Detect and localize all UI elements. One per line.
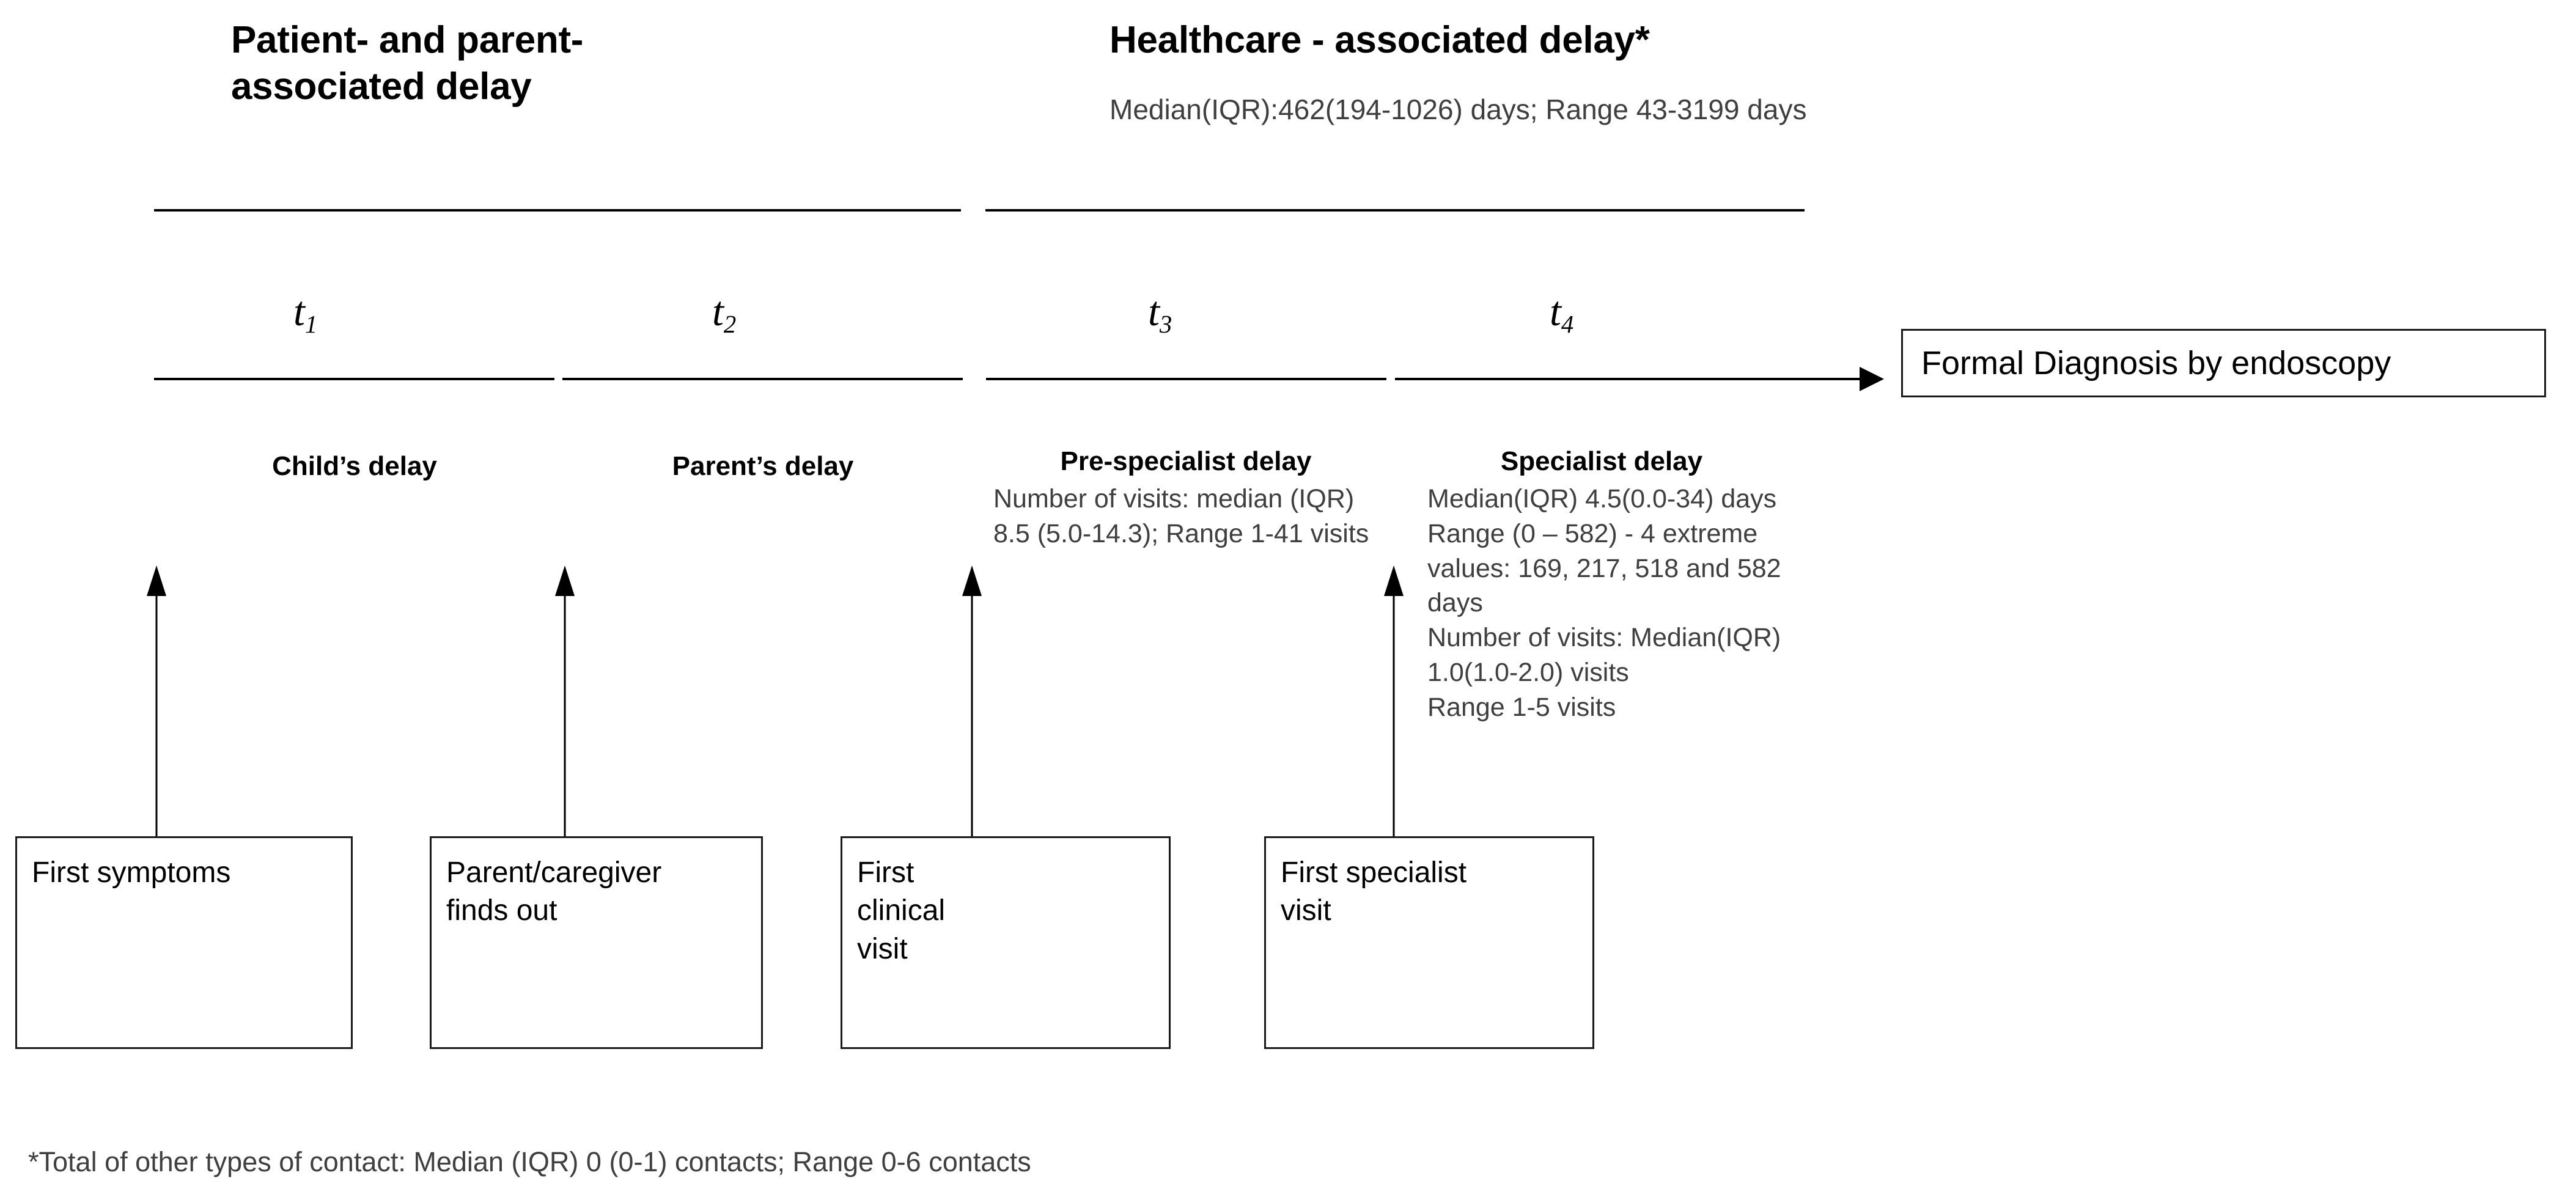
event-box-first-symptoms[interactable]: First symptoms: [15, 836, 353, 1049]
timeline-segment-t1: [154, 378, 554, 380]
event-box-first-specialist-visit[interactable]: First specialist visit: [1264, 836, 1594, 1049]
interval-subscript-t3: 3: [1159, 311, 1172, 339]
event-arrow-first-clinical-visit: [955, 565, 989, 837]
phase-title-patient-parent: Patient- and parent- associated delay: [231, 19, 584, 108]
event-box-parent-caregiver-finds-out[interactable]: Parent/caregiver finds out: [430, 836, 763, 1049]
up-arrow-icon: [147, 565, 166, 837]
phase-rule-patient: [154, 209, 961, 212]
interval-symbol-t2: t: [712, 288, 724, 334]
interval-symbol-t1: t: [293, 288, 305, 334]
interval-subscript-t2: 2: [723, 311, 737, 339]
up-arrow-icon: [1384, 565, 1404, 837]
event-arrow-first-specialist-visit: [1377, 565, 1411, 837]
event-box-label: First symptoms: [32, 856, 231, 889]
interval-symbol-t3: t: [1148, 288, 1160, 334]
up-arrow-icon: [962, 565, 982, 837]
event-arrow-first-symptoms: [139, 565, 174, 837]
timeline-segment-t3: [986, 378, 1386, 380]
interval-subscript-t4: 4: [1561, 311, 1574, 339]
event-box-first-clinical-visit[interactable]: First clinical visit: [841, 836, 1171, 1049]
timeline-segment-t2: [562, 378, 963, 380]
timeline-arrow-to-diagnosis: [1395, 367, 1884, 391]
interval-label-t4: t4: [1550, 287, 1573, 339]
event-box-label: First specialist visit: [1281, 856, 1467, 927]
formal-diagnosis-label: Formal Diagnosis by endoscopy: [1921, 345, 2391, 381]
stage-heading-childs-delay: Child’s delay: [272, 451, 437, 481]
stage-body-pre-specialist-delay: Number of visits: median (IQR) 8.5 (5.0-…: [993, 484, 1369, 548]
event-box-label: First clinical visit: [857, 856, 946, 965]
interval-symbol-t4: t: [1550, 288, 1561, 334]
interval-label-t3: t3: [1148, 287, 1172, 339]
interval-label-t2: t2: [712, 287, 736, 339]
stage-heading-specialist-delay: Specialist delay: [1500, 446, 1703, 476]
interval-subscript-t1: 1: [304, 311, 318, 339]
formal-diagnosis-box[interactable]: Formal Diagnosis by endoscopy: [1901, 329, 2546, 397]
phase-title-healthcare: Healthcare - associated delay*: [1110, 19, 1650, 61]
event-box-label: Parent/caregiver finds out: [446, 856, 662, 927]
footnote-text: *Total of other types of contact: Median…: [28, 1146, 1031, 1177]
interval-label-t1: t1: [293, 287, 317, 339]
stage-heading-parents-delay: Parent’s delay: [672, 451, 854, 481]
timeline-segment-t4-with-arrow: [1395, 355, 1884, 403]
up-arrow-icon: [555, 565, 575, 837]
event-arrow-parent-caregiver: [548, 565, 582, 837]
stage-heading-pre-specialist-delay: Pre-specialist delay: [1060, 446, 1312, 476]
healthcare-stats-text: Median(IQR):462(194-1026) days; Range 43…: [1110, 94, 1807, 125]
phase-rule-healthcare: [985, 209, 1805, 212]
stage-body-specialist-delay: Median(IQR) 4.5(0.0-34) days Range (0 – …: [1427, 484, 1781, 722]
